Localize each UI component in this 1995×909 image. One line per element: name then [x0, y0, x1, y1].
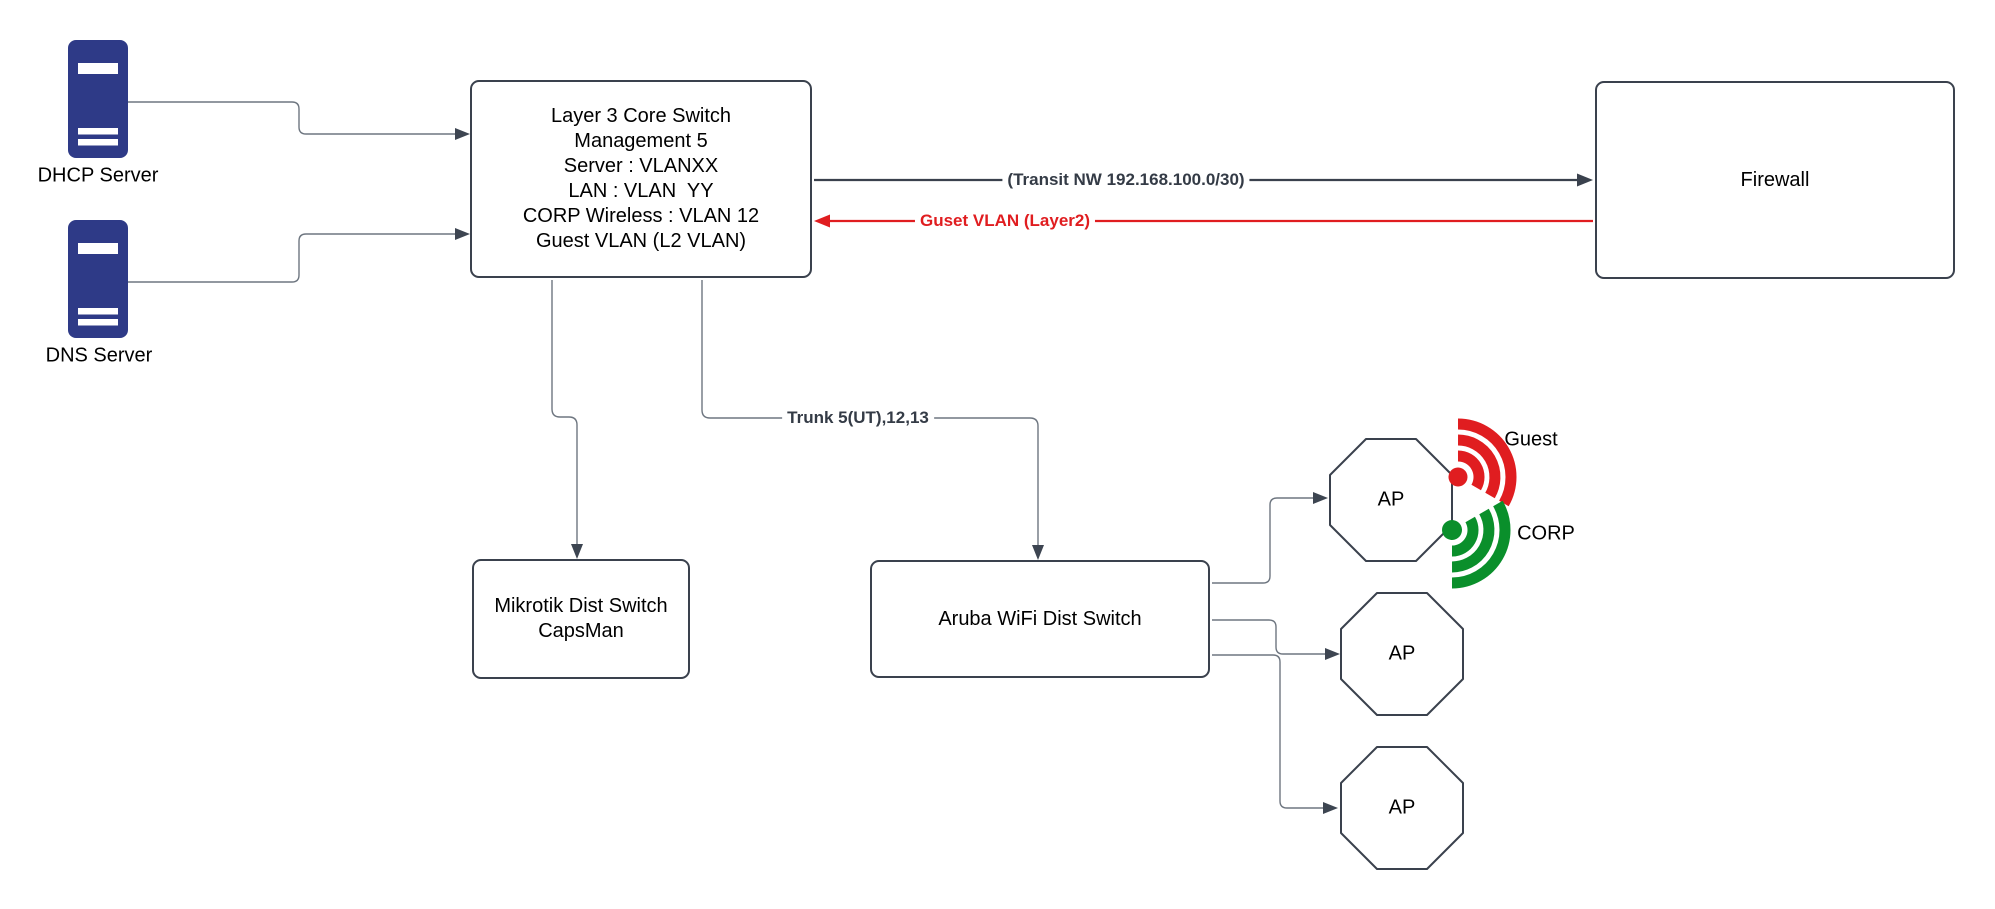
dhcp-server-icon — [68, 40, 128, 158]
edge-aruba-to-ap1 — [1212, 492, 1328, 584]
core-switch-line: LAN : VLAN YY — [568, 180, 714, 202]
dhcp-server-label: DHCP Server — [37, 164, 159, 187]
mikrotik-node: Mikrotik Dist Switch CapsMan — [472, 559, 690, 679]
core-switch-line: Guest VLAN (L2 VLAN) — [535, 230, 747, 252]
trunk-edge-label: Trunk 5(UT),12,13 — [782, 408, 934, 428]
core-switch-line: CORP Wireless : VLAN 12 — [522, 205, 760, 227]
mikrotik-line: Mikrotik Dist Switch — [494, 595, 668, 617]
wifi-corp-icon — [1442, 500, 1511, 589]
ap1-octagon — [1329, 438, 1453, 562]
ap3-octagon — [1340, 746, 1464, 870]
edge-dns-to-core — [128, 228, 470, 283]
core-switch-line: Server : VLANXX — [563, 155, 719, 177]
ap1-label: AP — [1377, 488, 1405, 511]
guest-vlan-edge-label: Guset VLAN (Layer2) — [914, 211, 1096, 231]
wifi-guest-label: Guest — [1504, 428, 1558, 451]
aruba-label: Aruba WiFi Dist Switch — [938, 607, 1142, 630]
core-switch-line: Management 5 — [574, 130, 708, 152]
dns-server-label: DNS Server — [45, 344, 153, 367]
edge-aruba-to-ap3 — [1212, 654, 1338, 814]
aruba-node: Aruba WiFi Dist Switch — [870, 560, 1210, 678]
edge-core-to-mikrotik — [551, 280, 583, 559]
edge-aruba-to-ap2 — [1212, 619, 1340, 660]
mikrotik-line: CapsMan — [538, 620, 624, 642]
firewall-node: Firewall — [1595, 81, 1955, 279]
firewall-label: Firewall — [1740, 168, 1810, 191]
core-switch-node: Layer 3 Core Switch Management 5 Server … — [470, 80, 812, 278]
core-switch-line: Layer 3 Core Switch — [550, 105, 732, 127]
edge-dhcp-to-core — [128, 101, 470, 140]
wifi-corp-label: CORP — [1517, 522, 1575, 545]
dns-server-icon — [68, 220, 128, 338]
ap2-octagon — [1340, 592, 1464, 716]
ap2-label: AP — [1388, 642, 1416, 665]
transit-edge-label: (Transit NW 192.168.100.0/30) — [1002, 170, 1250, 190]
wifi-guest-icon — [1448, 418, 1517, 507]
ap3-label: AP — [1388, 796, 1416, 819]
